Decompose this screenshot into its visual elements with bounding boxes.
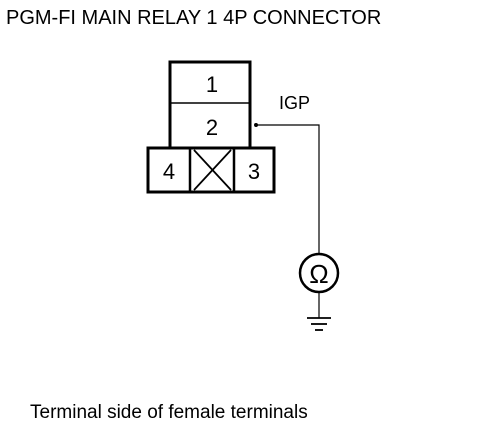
blank-cavity-icon [193, 149, 232, 191]
ohmmeter-icon: Ω [298, 252, 340, 294]
wire-label: IGP [279, 93, 310, 113]
ohmmeter-symbol: Ω [309, 259, 328, 289]
terminal-1-label: 1 [206, 72, 218, 97]
diagram-title: PGM-FI MAIN RELAY 1 4P CONNECTOR [6, 7, 381, 29]
ground-icon [307, 317, 331, 331]
connector [146, 60, 276, 194]
connector-lower-body [146, 146, 276, 194]
terminal-3-label: 3 [248, 159, 260, 184]
terminal-4-label: 4 [163, 159, 175, 184]
probe-wire [256, 124, 320, 254]
diagram-caption: Terminal side of female terminals [30, 402, 308, 423]
terminal-2-label: 2 [206, 115, 218, 140]
probe-point [254, 123, 258, 127]
